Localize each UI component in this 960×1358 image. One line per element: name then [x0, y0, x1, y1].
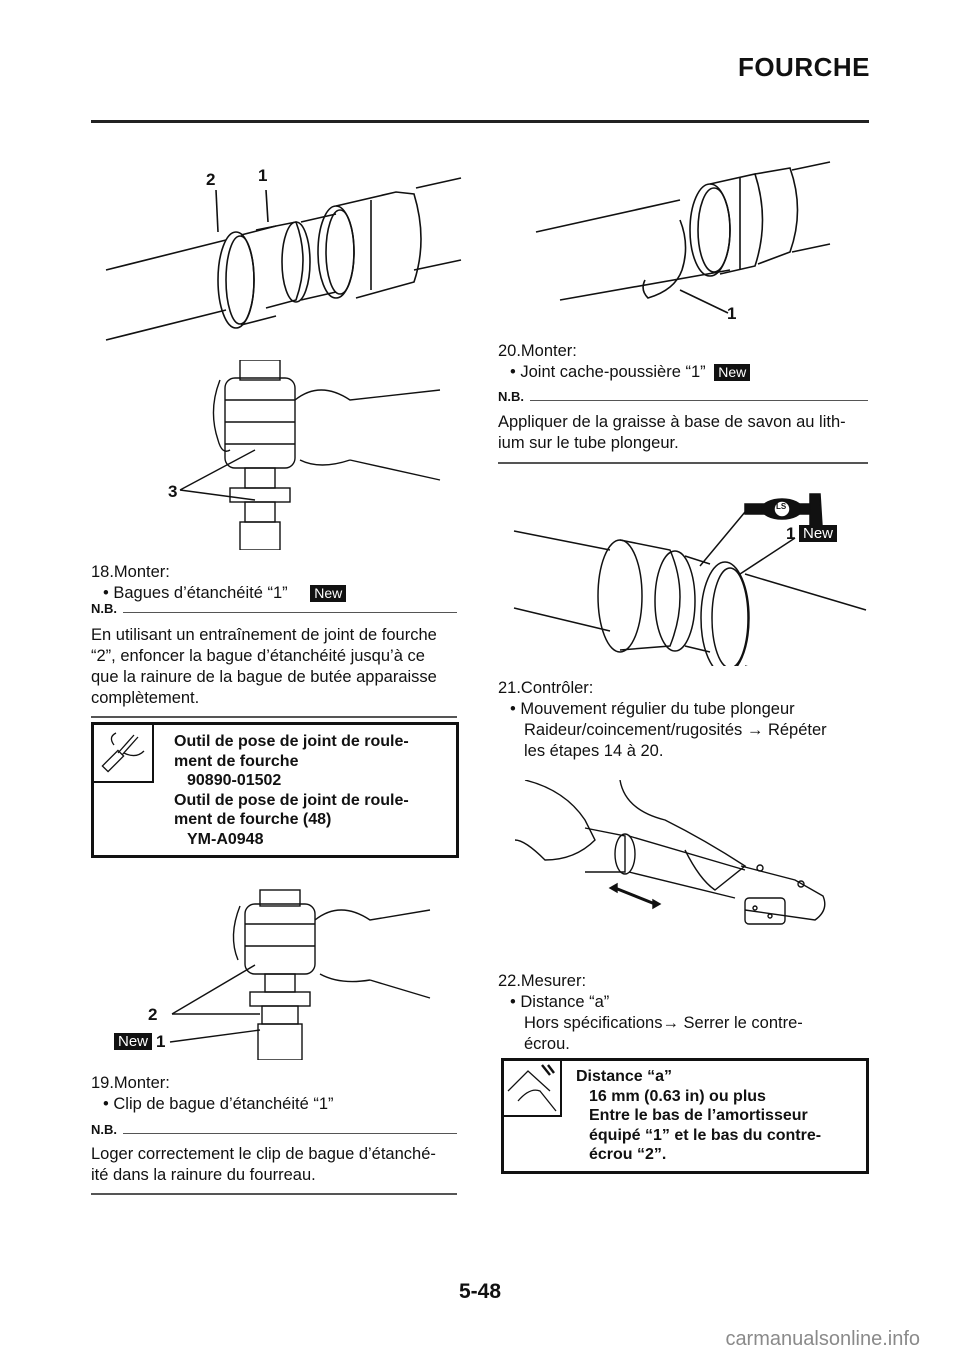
callout-1: 1	[258, 166, 268, 185]
detail-line: les étapes 14 à 20.	[524, 742, 664, 760]
note-line: Appliquer de la graisse à base de savon …	[498, 413, 846, 431]
note-line: ité dans la rainure du fourreau.	[91, 1166, 316, 1184]
tool-name: Outil de pose de joint de roule-	[174, 791, 409, 809]
detail-line: Raideur/coincement/rugosités → Répéter	[524, 721, 827, 739]
special-tool-box: Outil de pose de joint de roule- ment de…	[91, 722, 459, 858]
step-18-note: En utilisant un entraînement de joint de…	[91, 625, 461, 709]
watermark: carmanualsonline.info	[725, 1328, 920, 1350]
nb-heading: N.B.	[498, 389, 868, 404]
detail-line: Hors spécifications→ Serrer le contre-	[524, 1014, 803, 1032]
spec-value: 16 mm (0.63 in) ou plus	[589, 1087, 766, 1105]
note-line: Loger correctement le clip de bague d’ét…	[91, 1145, 436, 1163]
step-22-title: 22.Mesurer:	[498, 972, 587, 990]
step-20-bullet-text: • Joint cache-poussière “1”	[510, 363, 706, 381]
step-22-bullet: • Distance “a”	[510, 993, 610, 1011]
spec-description: équipé “1” et le bas du contre-	[589, 1126, 822, 1144]
note-end-rule	[91, 716, 457, 718]
header-rule	[91, 120, 869, 123]
callout-2: 2	[148, 1005, 158, 1024]
step-22-detail: Hors spécifications→ Serrer le contre- é…	[498, 1013, 803, 1055]
note-line: En utilisant un entraînement de joint de…	[91, 626, 437, 644]
new-badge: New	[114, 1033, 153, 1050]
note-line: complètement.	[91, 689, 200, 707]
lithium-soap-grease-icon: LS	[776, 502, 787, 511]
figure-driver-hand-step18: 3	[160, 360, 450, 550]
note-line: ium sur le tube plongeur.	[498, 434, 679, 452]
callout-3: 3	[168, 482, 178, 501]
note-end-rule	[498, 462, 868, 464]
spec-description: écrou “2”.	[589, 1146, 667, 1163]
nb-label: N.B.	[91, 1122, 117, 1137]
tool-box-text: Outil de pose de joint de roule- ment de…	[174, 732, 409, 849]
specification-box: Distance “a” 16 mm (0.63 in) ou plus Ent…	[501, 1058, 869, 1174]
page-number: 5-48	[458, 1280, 502, 1303]
nb-heading: N.B.	[91, 601, 457, 616]
special-tool-icon	[94, 725, 154, 783]
step-18-title: 18.Monter:	[91, 563, 170, 581]
tool-name: Outil de pose de joint de roule-	[174, 733, 409, 750]
nb-heading: N.B.	[91, 1122, 457, 1137]
callout-1: 1	[156, 1032, 166, 1051]
nb-label: N.B.	[91, 601, 117, 616]
step-21-bullet: • Mouvement régulier du tube plongeur	[510, 700, 795, 718]
figure-seal-driver-on-tube: 2 1	[96, 160, 466, 360]
note-line: “2”, enfoncer la bague d’étanchéité jusq…	[91, 647, 425, 665]
step-20-note: Appliquer de la graisse à base de savon …	[498, 412, 870, 454]
new-badge: New	[310, 585, 347, 602]
figure-lithium-grease-tube: LS 1 New	[510, 486, 870, 666]
new-badge: New	[714, 364, 751, 381]
nb-label: N.B.	[498, 389, 524, 404]
spec-description: Entre le bas de l’amortisseur	[589, 1107, 808, 1124]
figure-dust-seal-on-tube: 1	[530, 160, 840, 330]
caliper-icon	[504, 1061, 562, 1117]
step-19-title: 19.Monter:	[91, 1074, 170, 1092]
step-21-detail: Raideur/coincement/rugosités → Répéter l…	[498, 720, 827, 762]
detail-line: écrou.	[524, 1035, 570, 1053]
step-19-note: Loger correctement le clip de bague d’ét…	[91, 1144, 461, 1186]
note-line: que la rainure de la bague de butée appa…	[91, 668, 437, 686]
tool-name: ment de fourche	[174, 752, 299, 770]
figure-driver-hand-step19: 2 New 1	[110, 870, 450, 1060]
figure-check-tube-movement	[505, 780, 845, 940]
callout-2: 2	[206, 170, 216, 189]
step-21-title: 21.Contrôler:	[498, 679, 594, 697]
step-18-bullet: • Bagues d’étanchéité “1” New	[91, 583, 347, 604]
step-20-bullet: • Joint cache-poussière “1” New	[498, 362, 751, 383]
callout-1: 1	[786, 524, 796, 543]
step-18-bullet-text: • Bagues d’étanchéité “1”	[103, 584, 288, 602]
callout-1: 1	[727, 304, 737, 323]
page-title: FOURCHE	[737, 52, 870, 82]
tool-part-number: YM-A0948	[187, 830, 264, 848]
note-end-rule	[91, 1193, 457, 1195]
step-20-title: 20.Monter:	[498, 342, 577, 360]
tool-name: ment de fourche (48)	[174, 811, 332, 828]
spec-label: Distance “a”	[576, 1068, 673, 1085]
step-19-bullet: • Clip de bague d’étanchéité “1”	[103, 1095, 334, 1113]
spec-box-text: Distance “a” 16 mm (0.63 in) ou plus Ent…	[576, 1067, 821, 1165]
new-badge: New	[799, 525, 838, 542]
tool-part-number: 90890-01502	[187, 772, 282, 789]
